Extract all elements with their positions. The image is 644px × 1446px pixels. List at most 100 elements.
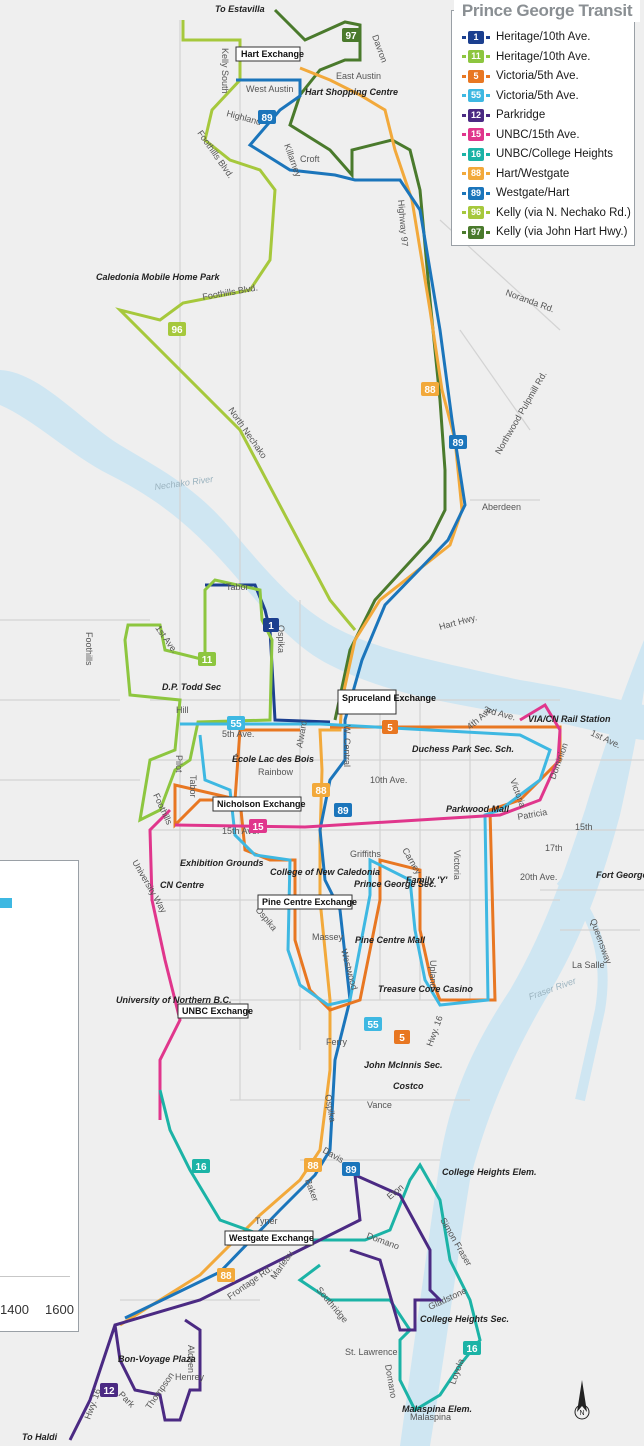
- svg-text:10th Ave.: 10th Ave.: [370, 775, 407, 785]
- svg-text:88: 88: [220, 1271, 232, 1282]
- inset-tick-1400: 1400: [0, 1302, 29, 1317]
- svg-text:5: 5: [399, 1033, 405, 1044]
- legend-row-55: 55 Victoria/5th Ave.: [462, 87, 579, 105]
- legend-label: UNBC/15th Ave.: [496, 128, 580, 141]
- legend-dash: [462, 55, 466, 58]
- svg-text:John McInnis Sec.: John McInnis Sec.: [364, 1060, 443, 1070]
- svg-text:89: 89: [337, 806, 349, 817]
- svg-text:Rainbow: Rainbow: [258, 767, 294, 777]
- svg-text:Pine Centre Exchange: Pine Centre Exchange: [262, 897, 357, 907]
- route-12-line: [68, 1173, 444, 1441]
- legend-row-96: 96 Kelly (via N. Nechako Rd.): [462, 204, 631, 222]
- svg-text:88: 88: [307, 1161, 319, 1172]
- svg-text:Kelly South: Kelly South: [220, 48, 230, 94]
- svg-text:5th Ave.: 5th Ave.: [222, 729, 254, 739]
- legend-label: Kelly (via John Hart Hwy.): [496, 226, 628, 238]
- svg-text:D.P. Todd Sec: D.P. Todd Sec: [162, 682, 221, 692]
- legend-dash: [486, 191, 490, 195]
- legend-dash: [486, 133, 490, 136]
- svg-text:11: 11: [202, 655, 213, 666]
- svg-text:12: 12: [103, 1386, 115, 1397]
- place-labels: Hart Shopping Centre Caledonia Mobile Ho…: [22, 4, 644, 1442]
- svg-text:Bon-Voyage Plaza: Bon-Voyage Plaza: [118, 1354, 196, 1364]
- svg-text:East Austin: East Austin: [336, 71, 381, 81]
- svg-text:89: 89: [261, 113, 273, 124]
- svg-text:15th Ave.: 15th Ave.: [222, 826, 259, 836]
- route-badge-96: 96: [468, 206, 484, 219]
- svg-text:Caledonia Mobile Home Park: Caledonia Mobile Home Park: [96, 272, 221, 282]
- route-11-line: [123, 578, 274, 823]
- svg-text:West Austin: West Austin: [246, 84, 293, 94]
- route-badge-15: 15: [468, 128, 484, 141]
- svg-text:15: 15: [252, 822, 264, 833]
- svg-text:Treasure Cove Casino: Treasure Cove Casino: [378, 984, 473, 994]
- svg-text:5: 5: [387, 723, 393, 734]
- legend-label: Hart/Westgate: [496, 167, 570, 180]
- svg-text:Nicholson Exchange: Nicholson Exchange: [217, 799, 306, 809]
- legend-label: Westgate/Hart: [496, 187, 570, 199]
- route-badge-97: 97: [468, 225, 484, 239]
- svg-text:17th: 17th: [545, 843, 563, 853]
- legend-label: Kelly (via N. Nechako Rd.): [496, 206, 631, 219]
- legend-row-16: 16 UNBC/College Heights: [462, 145, 613, 163]
- legend-label: Heritage/10th Ave.: [496, 50, 591, 63]
- svg-text:Aldeen: Aldeen: [186, 1345, 196, 1373]
- legend-label: Heritage/10th Ave.: [496, 31, 591, 43]
- svg-text:N: N: [579, 1410, 584, 1417]
- route-badge-12: 12: [468, 108, 484, 122]
- legend-dash: [486, 55, 490, 58]
- svg-text:Costco: Costco: [393, 1081, 424, 1091]
- svg-text:Tabor: Tabor: [226, 582, 249, 592]
- inset-tick-1600: 1600: [45, 1302, 74, 1317]
- legend-dash: [462, 94, 466, 97]
- svg-text:VIA/CN Rail Station: VIA/CN Rail Station: [528, 714, 611, 724]
- legend-dash: [462, 74, 466, 78]
- svg-text:Malaspina: Malaspina: [410, 1412, 451, 1422]
- legend-label: Victoria/5th Ave.: [496, 70, 579, 82]
- route-55-line: [180, 722, 552, 1007]
- route-15-line: [148, 702, 562, 1120]
- svg-text:École Lac des Bois: École Lac des Bois: [232, 754, 314, 764]
- legend-dash: [486, 211, 490, 214]
- svg-text:College Heights Elem.: College Heights Elem.: [442, 1167, 537, 1177]
- route-badge-16: 16: [468, 147, 484, 161]
- svg-text:20th Ave.: 20th Ave.: [520, 872, 557, 882]
- inset-chart-panel: [0, 860, 79, 1332]
- svg-text:16: 16: [466, 1344, 478, 1355]
- route-badge-11: 11: [468, 50, 484, 63]
- svg-text:Hart Shopping Centre: Hart Shopping Centre: [305, 87, 398, 97]
- svg-text:Massey: Massey: [312, 932, 344, 942]
- svg-text:1: 1: [268, 621, 274, 632]
- svg-text:16: 16: [195, 1162, 207, 1173]
- route-88-line: [119, 66, 464, 1327]
- inset-chart-axis: [0, 1276, 70, 1277]
- legend-label: UNBC/College Heights: [496, 148, 613, 160]
- svg-text:Ospika: Ospika: [323, 1094, 338, 1123]
- svg-text:CN Centre: CN Centre: [160, 880, 204, 890]
- legend-row-89: 89 Westgate/Hart: [462, 184, 569, 202]
- svg-text:Ospika: Ospika: [276, 625, 286, 653]
- route-badge-89: 89: [468, 186, 484, 200]
- svg-text:89: 89: [452, 438, 464, 449]
- svg-text:W. Central: W. Central: [342, 725, 352, 767]
- svg-text:88: 88: [315, 786, 327, 797]
- svg-text:Croft: Croft: [300, 154, 320, 164]
- svg-text:Henrey: Henrey: [175, 1372, 205, 1382]
- route-96-line: [115, 20, 357, 631]
- route-badge-55: 55: [468, 89, 484, 102]
- svg-text:Spruceland Exchange: Spruceland Exchange: [342, 693, 436, 703]
- legend-dash: [462, 191, 466, 195]
- svg-text:15th: 15th: [575, 822, 593, 832]
- svg-text:Alward: Alward: [294, 720, 309, 749]
- route-badge-5: 5: [468, 69, 484, 83]
- legend-dash: [486, 94, 490, 97]
- legend-dash: [462, 211, 466, 214]
- legend-row-5: 5 Victoria/5th Ave.: [462, 67, 579, 85]
- svg-text:88: 88: [424, 385, 436, 396]
- legend-label: Victoria/5th Ave.: [496, 89, 579, 102]
- svg-text:Fort George Park: Fort George Park: [596, 870, 644, 880]
- legend-row-15: 15 UNBC/15th Ave.: [462, 126, 580, 144]
- north-arrow-icon: N: [574, 1380, 590, 1420]
- nechako-river: [0, 370, 644, 740]
